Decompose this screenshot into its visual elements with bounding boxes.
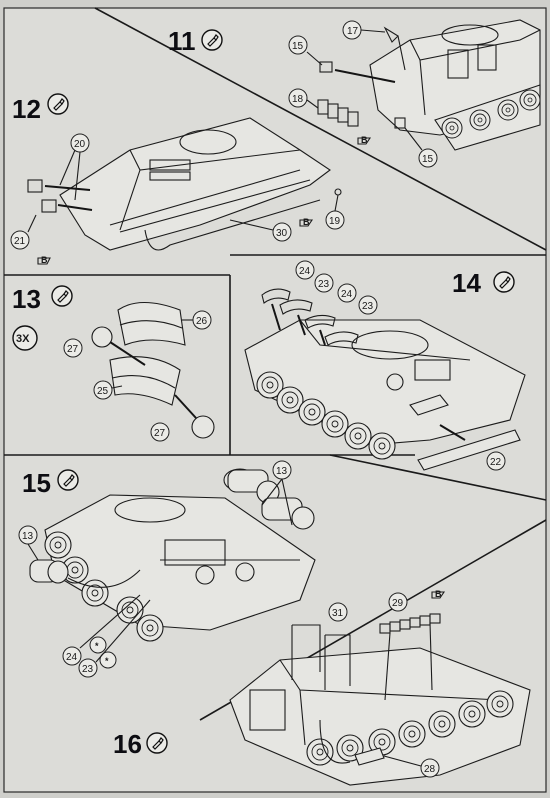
part-label-17: 17 (347, 26, 359, 37)
part-label-23c: 23 (82, 664, 94, 675)
paint-bottle-icon (493, 271, 515, 293)
part-31-handrails (291, 624, 351, 690)
fuel-drums-rear (223, 468, 315, 530)
part-22-plate (417, 429, 521, 471)
tank-hull-step16 (229, 647, 531, 786)
step-15-number: 15 (22, 468, 51, 498)
part-label-25: 25 (97, 386, 109, 397)
step-11-panel: 11 17 15 18 (168, 19, 541, 168)
optional-mark-b: * (105, 656, 109, 666)
step-11-number: 11 (168, 26, 196, 56)
glue-mark-b-step12b: B (303, 217, 310, 227)
paint-bottle-icon (51, 285, 73, 307)
step-14-number: 14 (452, 268, 481, 298)
part-label-21: 21 (14, 236, 26, 247)
quantity-badge (12, 325, 38, 351)
part-23-tool (279, 299, 313, 315)
part-27-drum-cap (191, 415, 215, 439)
part-18-track-links (317, 99, 359, 127)
step-16-number: 16 (113, 729, 142, 759)
part-label-13b: 13 (276, 466, 288, 477)
part-label-15a: 15 (292, 41, 304, 52)
part-label-15b: 15 (422, 154, 434, 165)
road-wheels-step11 (434, 84, 541, 151)
part-label-24a: 24 (299, 266, 311, 277)
part-label-22: 22 (490, 457, 502, 468)
step-15-panel: 15 13 13 (18, 460, 316, 678)
part-28-bracket (354, 747, 385, 766)
step-12-panel: 12 20 21 B 30 19 B (10, 93, 345, 265)
part-label-24c: 24 (66, 652, 78, 663)
paint-bottle-icon (146, 732, 168, 754)
part-24-tool (261, 288, 291, 304)
optional-mark-a: * (95, 641, 99, 651)
part-label-31: 31 (332, 608, 344, 619)
paint-bottle-icon (201, 29, 223, 51)
part-label-24b: 24 (341, 289, 353, 300)
part-label-23b: 23 (362, 301, 374, 312)
paint-bottle-icon (57, 469, 79, 491)
step-16-panel: 16 31 29 B (113, 589, 531, 786)
part-label-29: 29 (392, 598, 404, 609)
part-24-tool (304, 314, 336, 329)
step-13-panel: 13 3X 26 25 27 27 (12, 284, 215, 442)
part-label-20: 20 (74, 139, 86, 150)
part-27-drum-cap (91, 326, 113, 348)
glue-mark-b-step16: B (435, 589, 442, 599)
part-29-track-links (379, 613, 441, 634)
part-label-18: 18 (292, 94, 304, 105)
part-label-13a: 13 (22, 531, 34, 542)
part-label-23a: 23 (318, 279, 330, 290)
glue-mark-b-step11: B (361, 135, 368, 145)
glue-mark-b-step12a: B (41, 255, 48, 265)
part-23-tool (324, 331, 359, 346)
part-label-30: 30 (276, 228, 288, 239)
part-label-27a: 27 (67, 344, 79, 355)
step-14-panel: 14 24 23 24 23 22 (244, 260, 526, 471)
part-26-drum-half (117, 302, 186, 346)
fuel-drum-side (29, 559, 69, 584)
part-label-26: 26 (196, 316, 208, 327)
tank-hull-step12 (59, 117, 331, 251)
part-label-27b: 27 (154, 428, 166, 439)
part-label-28: 28 (424, 764, 436, 775)
part-label-19: 19 (329, 216, 341, 227)
quantity-label: 3X (16, 333, 30, 345)
step-13-number: 13 (12, 284, 41, 314)
paint-bottle-icon (47, 93, 69, 115)
step-12-number: 12 (12, 94, 41, 124)
